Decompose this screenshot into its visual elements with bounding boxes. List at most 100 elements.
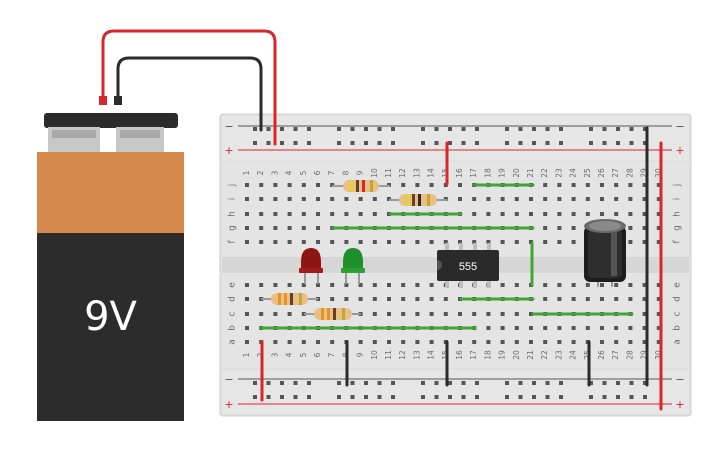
breadboard-hole[interactable] <box>589 127 593 131</box>
breadboard-hole[interactable] <box>628 226 633 230</box>
breadboard-hole[interactable] <box>293 141 298 145</box>
breadboard-hole[interactable] <box>656 340 661 344</box>
breadboard-hole[interactable] <box>656 297 661 301</box>
breadboard-hole[interactable] <box>643 141 647 145</box>
breadboard-hole[interactable] <box>616 395 620 399</box>
breadboard-hole[interactable] <box>543 326 548 330</box>
breadboard-hole[interactable] <box>287 240 292 244</box>
breadboard-hole[interactable] <box>421 395 425 399</box>
breadboard-hole[interactable] <box>287 197 292 201</box>
breadboard-hole[interactable] <box>287 340 292 344</box>
breadboard-hole[interactable] <box>600 183 604 187</box>
breadboard-hole[interactable] <box>614 197 619 201</box>
breadboard-hole[interactable] <box>415 340 420 344</box>
breadboard-hole[interactable] <box>629 381 634 385</box>
breadboard-hole[interactable] <box>415 297 420 301</box>
breadboard-hole[interactable] <box>421 141 425 145</box>
breadboard-hole[interactable] <box>429 283 434 287</box>
breadboard-hole[interactable] <box>559 127 563 131</box>
breadboard-hole[interactable] <box>614 297 619 301</box>
breadboard-hole[interactable] <box>614 212 619 216</box>
breadboard-hole[interactable] <box>273 340 278 344</box>
breadboard-hole[interactable] <box>273 197 278 201</box>
breadboard-hole[interactable] <box>266 141 271 145</box>
battery-leads[interactable] <box>101 29 277 146</box>
breadboard-hole[interactable] <box>642 297 647 301</box>
breadboard-hole[interactable] <box>307 381 311 385</box>
breadboard-hole[interactable] <box>532 127 536 131</box>
breadboard-hole[interactable] <box>280 127 284 131</box>
breadboard-hole[interactable] <box>358 297 363 301</box>
breadboard-hole[interactable] <box>600 283 604 287</box>
breadboard-hole[interactable] <box>614 340 619 344</box>
breadboard-hole[interactable] <box>458 340 462 344</box>
breadboard-hole[interactable] <box>614 283 619 287</box>
breadboard-hole[interactable] <box>600 212 604 216</box>
breadboard-hole[interactable] <box>656 226 661 230</box>
breadboard-hole[interactable] <box>364 381 368 385</box>
breadboard-hole[interactable] <box>514 197 519 201</box>
breadboard-hole[interactable] <box>253 395 257 399</box>
breadboard-hole[interactable] <box>391 381 395 385</box>
breadboard-hole[interactable] <box>415 240 420 244</box>
breadboard-hole[interactable] <box>529 312 533 316</box>
breadboard-hole[interactable] <box>387 297 391 301</box>
breadboard-hole[interactable] <box>316 226 320 230</box>
breadboard-hole[interactable] <box>273 183 278 187</box>
breadboard-hole[interactable] <box>245 212 249 216</box>
breadboard-hole[interactable] <box>628 283 633 287</box>
breadboard-hole[interactable] <box>628 183 633 187</box>
breadboard-hole[interactable] <box>259 226 264 230</box>
breadboard-hole[interactable] <box>280 395 284 399</box>
breadboard-hole[interactable] <box>421 381 425 385</box>
breadboard-hole[interactable] <box>514 283 519 287</box>
breadboard-hole[interactable] <box>472 340 477 344</box>
breadboard-hole[interactable] <box>287 312 292 316</box>
breadboard-hole[interactable] <box>589 381 593 385</box>
breadboard-hole[interactable] <box>585 212 590 216</box>
breadboard-hole[interactable] <box>377 141 382 145</box>
breadboard-hole[interactable] <box>589 141 593 145</box>
breadboard-hole[interactable] <box>434 127 439 131</box>
breadboard-hole[interactable] <box>287 283 292 287</box>
breadboard-hole[interactable] <box>557 183 562 187</box>
breadboard-hole[interactable] <box>628 297 633 301</box>
breadboard-hole[interactable] <box>350 127 355 131</box>
breadboard-hole[interactable] <box>529 326 533 330</box>
breadboard-hole[interactable] <box>401 340 406 344</box>
breadboard-hole[interactable] <box>301 312 306 316</box>
breadboard-hole[interactable] <box>628 212 633 216</box>
breadboard-hole[interactable] <box>614 183 619 187</box>
breadboard-hole[interactable] <box>585 297 590 301</box>
breadboard-hole[interactable] <box>500 283 505 287</box>
breadboard-hole[interactable] <box>301 240 306 244</box>
breadboard-hole[interactable] <box>461 127 466 131</box>
breadboard-hole[interactable] <box>443 297 448 301</box>
breadboard-hole[interactable] <box>642 283 647 287</box>
breadboard-hole[interactable] <box>350 381 355 385</box>
breadboard-hole[interactable] <box>642 240 647 244</box>
breadboard-hole[interactable] <box>642 312 647 316</box>
green-wires[interactable] <box>259 183 634 330</box>
breadboard-hole[interactable] <box>458 197 462 201</box>
breadboard-hole[interactable] <box>245 283 249 287</box>
breadboard-hole[interactable] <box>337 395 341 399</box>
breadboard-hole[interactable] <box>532 381 536 385</box>
breadboard-hole[interactable] <box>401 283 406 287</box>
breadboard-hole[interactable] <box>330 340 335 344</box>
breadboard-hole[interactable] <box>458 183 462 187</box>
breadboard-hole[interactable] <box>571 283 576 287</box>
breadboard-hole[interactable] <box>545 127 550 131</box>
breadboard-hole[interactable] <box>543 340 548 344</box>
breadboard-hole[interactable] <box>505 395 509 399</box>
breadboard-hole[interactable] <box>458 312 462 316</box>
breadboard-hole[interactable] <box>642 326 647 330</box>
breadboard-hole[interactable] <box>372 283 377 287</box>
breadboard-hole[interactable] <box>486 326 491 330</box>
breadboard-hole[interactable] <box>429 297 434 301</box>
breadboard-hole[interactable] <box>344 197 349 201</box>
breadboard-hole[interactable] <box>616 381 620 385</box>
breadboard-hole[interactable] <box>571 197 576 201</box>
breadboard-hole[interactable] <box>475 127 479 131</box>
breadboard-hole[interactable] <box>545 381 550 385</box>
